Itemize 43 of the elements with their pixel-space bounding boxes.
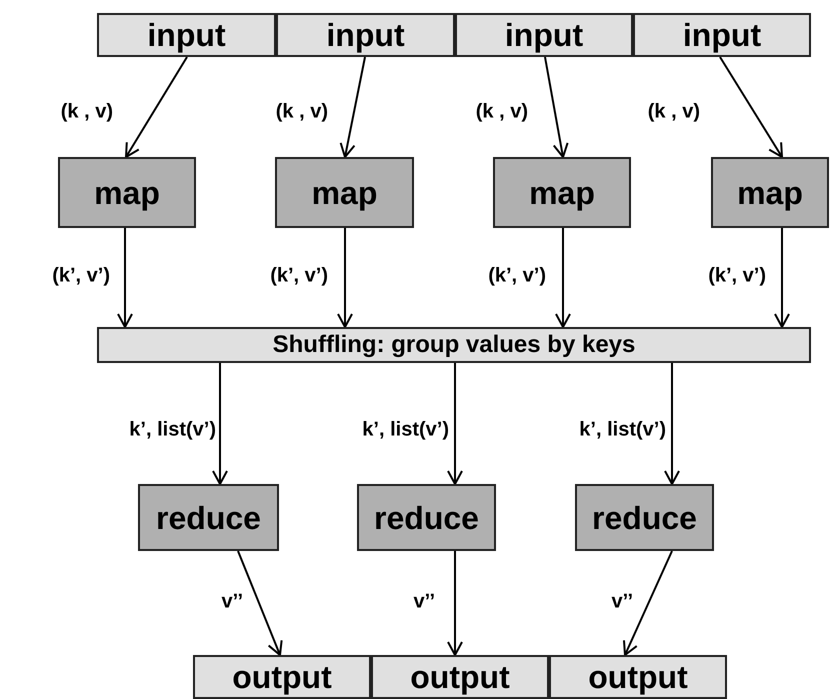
arrow [340, 56, 366, 158]
process-box: reduce [575, 484, 714, 551]
arrow [447, 363, 463, 485]
process-box: map [275, 157, 414, 228]
data-box: input [276, 13, 455, 57]
data-box: input [97, 13, 276, 57]
arrow [544, 56, 569, 158]
edge-label: (k , v) [274, 100, 329, 124]
arrow [125, 56, 188, 158]
arrow [212, 363, 228, 485]
edge-label: (k’, v’) [269, 264, 329, 288]
data-box: input [633, 13, 811, 57]
process-box: map [58, 157, 196, 228]
arrow [774, 228, 790, 328]
process-box: map [493, 157, 631, 228]
data-box: Shuffling: group values by keys [97, 327, 811, 363]
arrow [237, 550, 283, 656]
arrow [447, 551, 463, 656]
edge-label: v’’ [412, 590, 436, 614]
edge-label: k’, list(v’) [361, 418, 450, 442]
arrow [622, 550, 673, 656]
edge-label: v’’ [220, 590, 244, 614]
data-box: input [455, 13, 633, 57]
edge-label: v’’ [610, 590, 634, 614]
edge-label: (k , v) [60, 100, 114, 124]
edge-label: (k’, v’) [51, 264, 111, 288]
arrow [117, 228, 133, 328]
edge-label: k’, list(v’) [128, 418, 217, 442]
edge-label: (k’, v’) [707, 264, 767, 288]
arrow [337, 228, 353, 328]
process-box: map [711, 157, 829, 228]
edge-label: (k’, v’) [487, 264, 547, 288]
data-box: output [549, 655, 727, 699]
arrow [555, 228, 571, 328]
edge-label: k’, list(v’) [578, 418, 667, 442]
process-box: reduce [357, 484, 496, 551]
data-box: output [371, 655, 549, 699]
data-box: output [193, 655, 371, 699]
edge-label: (k , v) [474, 100, 529, 124]
process-box: reduce [138, 484, 279, 551]
arrow [664, 363, 680, 485]
edge-label: (k , v) [646, 100, 701, 124]
arrow [719, 56, 783, 158]
